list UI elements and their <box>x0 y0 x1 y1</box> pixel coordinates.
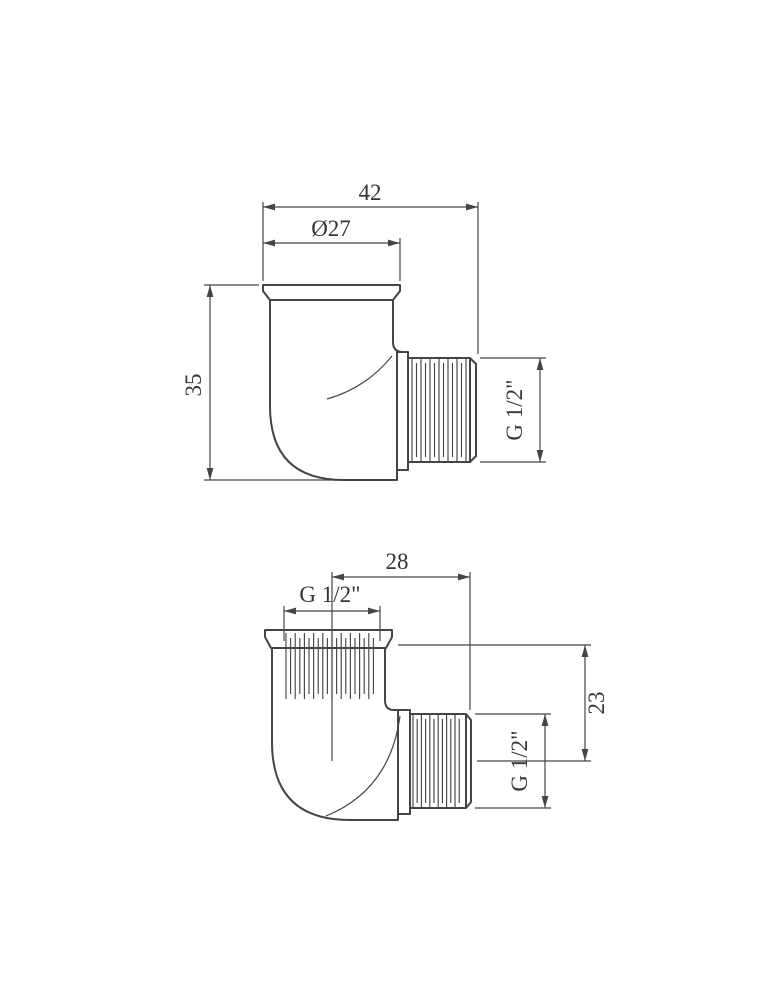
dim-thread-right-label: G 1/2" <box>507 730 532 791</box>
body-left-outline <box>271 647 399 821</box>
male-thread-outline <box>409 713 472 809</box>
dim-height: 35 <box>181 284 338 481</box>
dim-total-width-label: 42 <box>359 180 382 205</box>
body-right-outline <box>392 299 409 353</box>
dim-total-width: 42 <box>262 180 479 354</box>
inner-fillet-curve <box>325 715 401 817</box>
male-thread-hatch <box>411 358 467 462</box>
bottom-view: 28 G 1/2" 23 G 1/2" <box>264 549 609 821</box>
dim-height-label: 23 <box>584 692 609 715</box>
top-view: 42 Ø27 35 G 1/2" <box>181 180 546 481</box>
dim-width: 28 <box>331 549 471 761</box>
body-right-outline <box>384 647 399 711</box>
dim-thread-right-label: G 1/2" <box>502 379 527 440</box>
dim-height: 23 <box>398 644 609 762</box>
dim-thread-top: G 1/2" <box>283 582 381 641</box>
dim-thread-right: G 1/2" <box>480 357 546 463</box>
bottom-view-fitting <box>264 629 472 821</box>
dim-height-label: 35 <box>181 374 206 397</box>
dim-thread-top-label: G 1/2" <box>299 582 360 607</box>
flange-outline <box>262 284 401 301</box>
top-view-fitting <box>262 284 477 481</box>
male-thread-hatch <box>412 714 460 808</box>
dim-thread-right: G 1/2" <box>475 713 551 809</box>
dim-width-label: 28 <box>386 549 409 574</box>
inner-fillet-curve <box>326 355 393 400</box>
body-left-outline <box>269 299 398 481</box>
shoulder-outline <box>396 351 409 471</box>
female-thread-hatch <box>285 633 374 699</box>
dim-diameter: Ø27 <box>263 216 401 281</box>
male-thread-outline <box>407 357 477 463</box>
shoulder-outline <box>397 709 411 815</box>
dim-diameter-label: Ø27 <box>311 216 351 241</box>
